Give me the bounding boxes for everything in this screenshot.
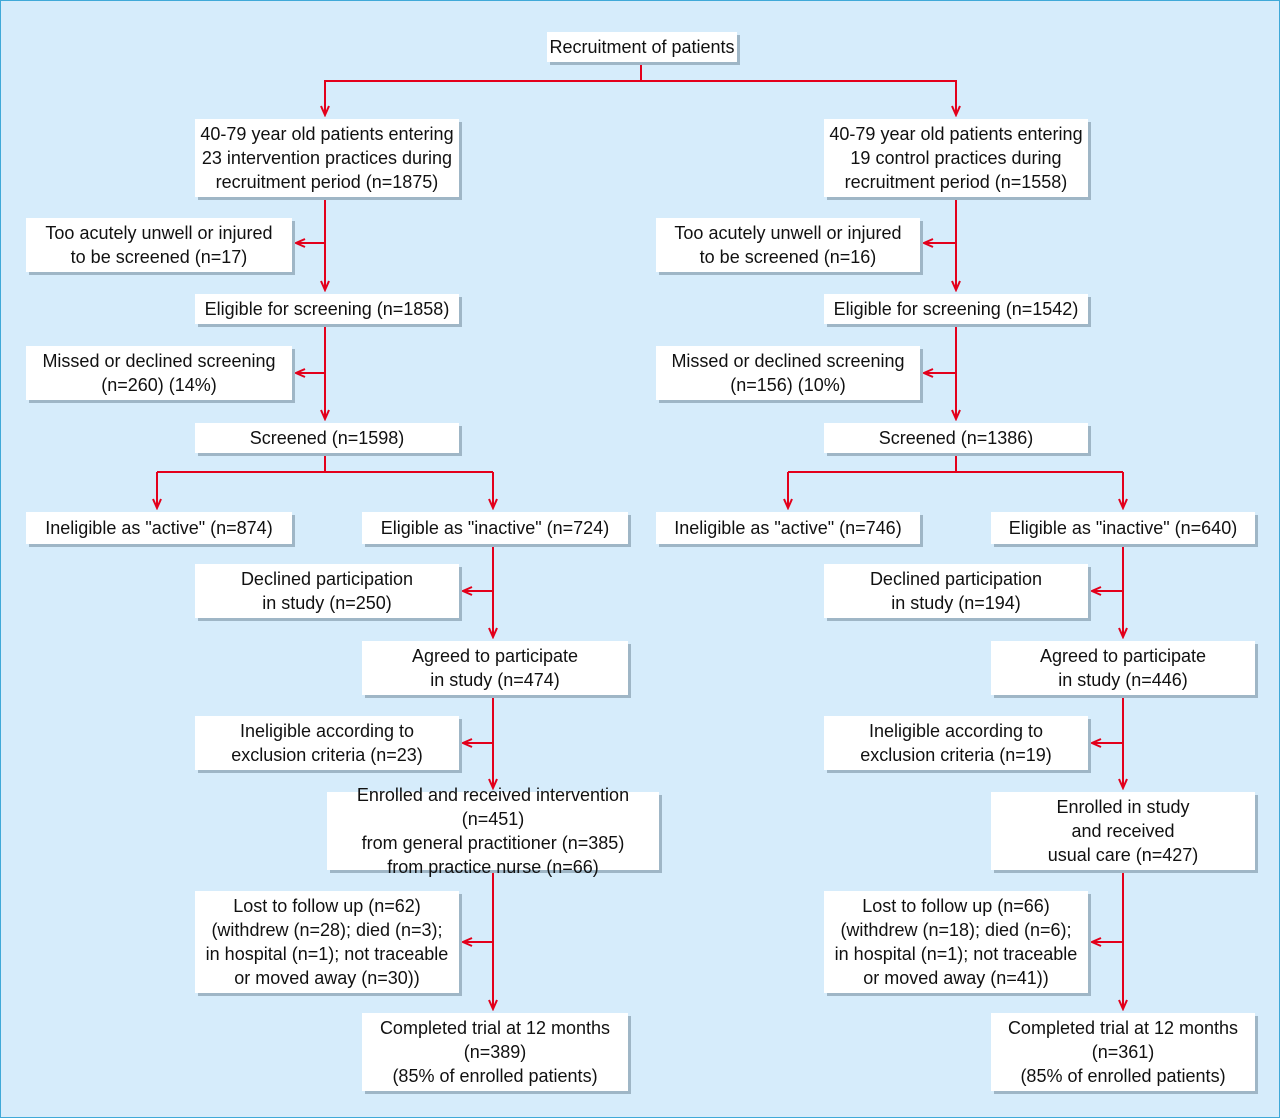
node-ctl-declined: Declined participation in study (n=194) xyxy=(824,564,1088,618)
node-ctl-completed: Completed trial at 12 months (n=361) (85… xyxy=(991,1013,1255,1091)
node-int-entering: 40-79 year old patients entering 23 inte… xyxy=(195,119,459,197)
node-ctl-ineligible-active: Ineligible as "active" (n=746) xyxy=(656,512,920,544)
node-int-eligible-screening: Eligible for screening (n=1858) xyxy=(195,294,459,324)
node-int-screened: Screened (n=1598) xyxy=(195,423,459,453)
arrow-root-to-int xyxy=(325,80,641,115)
node-int-enrolled: Enrolled and received intervention (n=45… xyxy=(327,785,659,877)
node-int-declined: Declined participation in study (n=250) xyxy=(195,564,459,618)
node-int-eligible-inactive: Eligible as "inactive" (n=724) xyxy=(362,512,628,544)
node-ctl-screened: Screened (n=1386) xyxy=(824,423,1088,453)
node-ctl-enrolled: Enrolled in study and received usual car… xyxy=(991,792,1255,870)
node-ctl-missed: Missed or declined screening (n=156) (10… xyxy=(656,346,920,400)
node-int-exclusion: Ineligible according to exclusion criter… xyxy=(195,716,459,770)
node-ctl-exclusion: Ineligible according to exclusion criter… xyxy=(824,716,1088,770)
node-int-ineligible-active: Ineligible as "active" (n=874) xyxy=(26,512,292,544)
node-recruitment: Recruitment of patients xyxy=(547,32,737,62)
node-int-agreed: Agreed to participate in study (n=474) xyxy=(362,641,628,695)
arrow-root-to-ctl xyxy=(641,80,956,115)
node-ctl-lost: Lost to follow up (n=66) (withdrew (n=18… xyxy=(824,891,1088,993)
node-ctl-eligible-screening: Eligible for screening (n=1542) xyxy=(824,294,1088,324)
node-int-completed: Completed trial at 12 months (n=389) (85… xyxy=(362,1013,628,1091)
node-int-lost: Lost to follow up (n=62) (withdrew (n=28… xyxy=(195,891,459,993)
node-ctl-eligible-inactive: Eligible as "inactive" (n=640) xyxy=(991,512,1255,544)
node-ctl-unwell: Too acutely unwell or injured to be scre… xyxy=(656,218,920,272)
node-int-unwell: Too acutely unwell or injured to be scre… xyxy=(26,218,292,272)
node-ctl-agreed: Agreed to participate in study (n=446) xyxy=(991,641,1255,695)
node-ctl-entering: 40-79 year old patients entering 19 cont… xyxy=(824,119,1088,197)
node-int-missed: Missed or declined screening (n=260) (14… xyxy=(26,346,292,400)
